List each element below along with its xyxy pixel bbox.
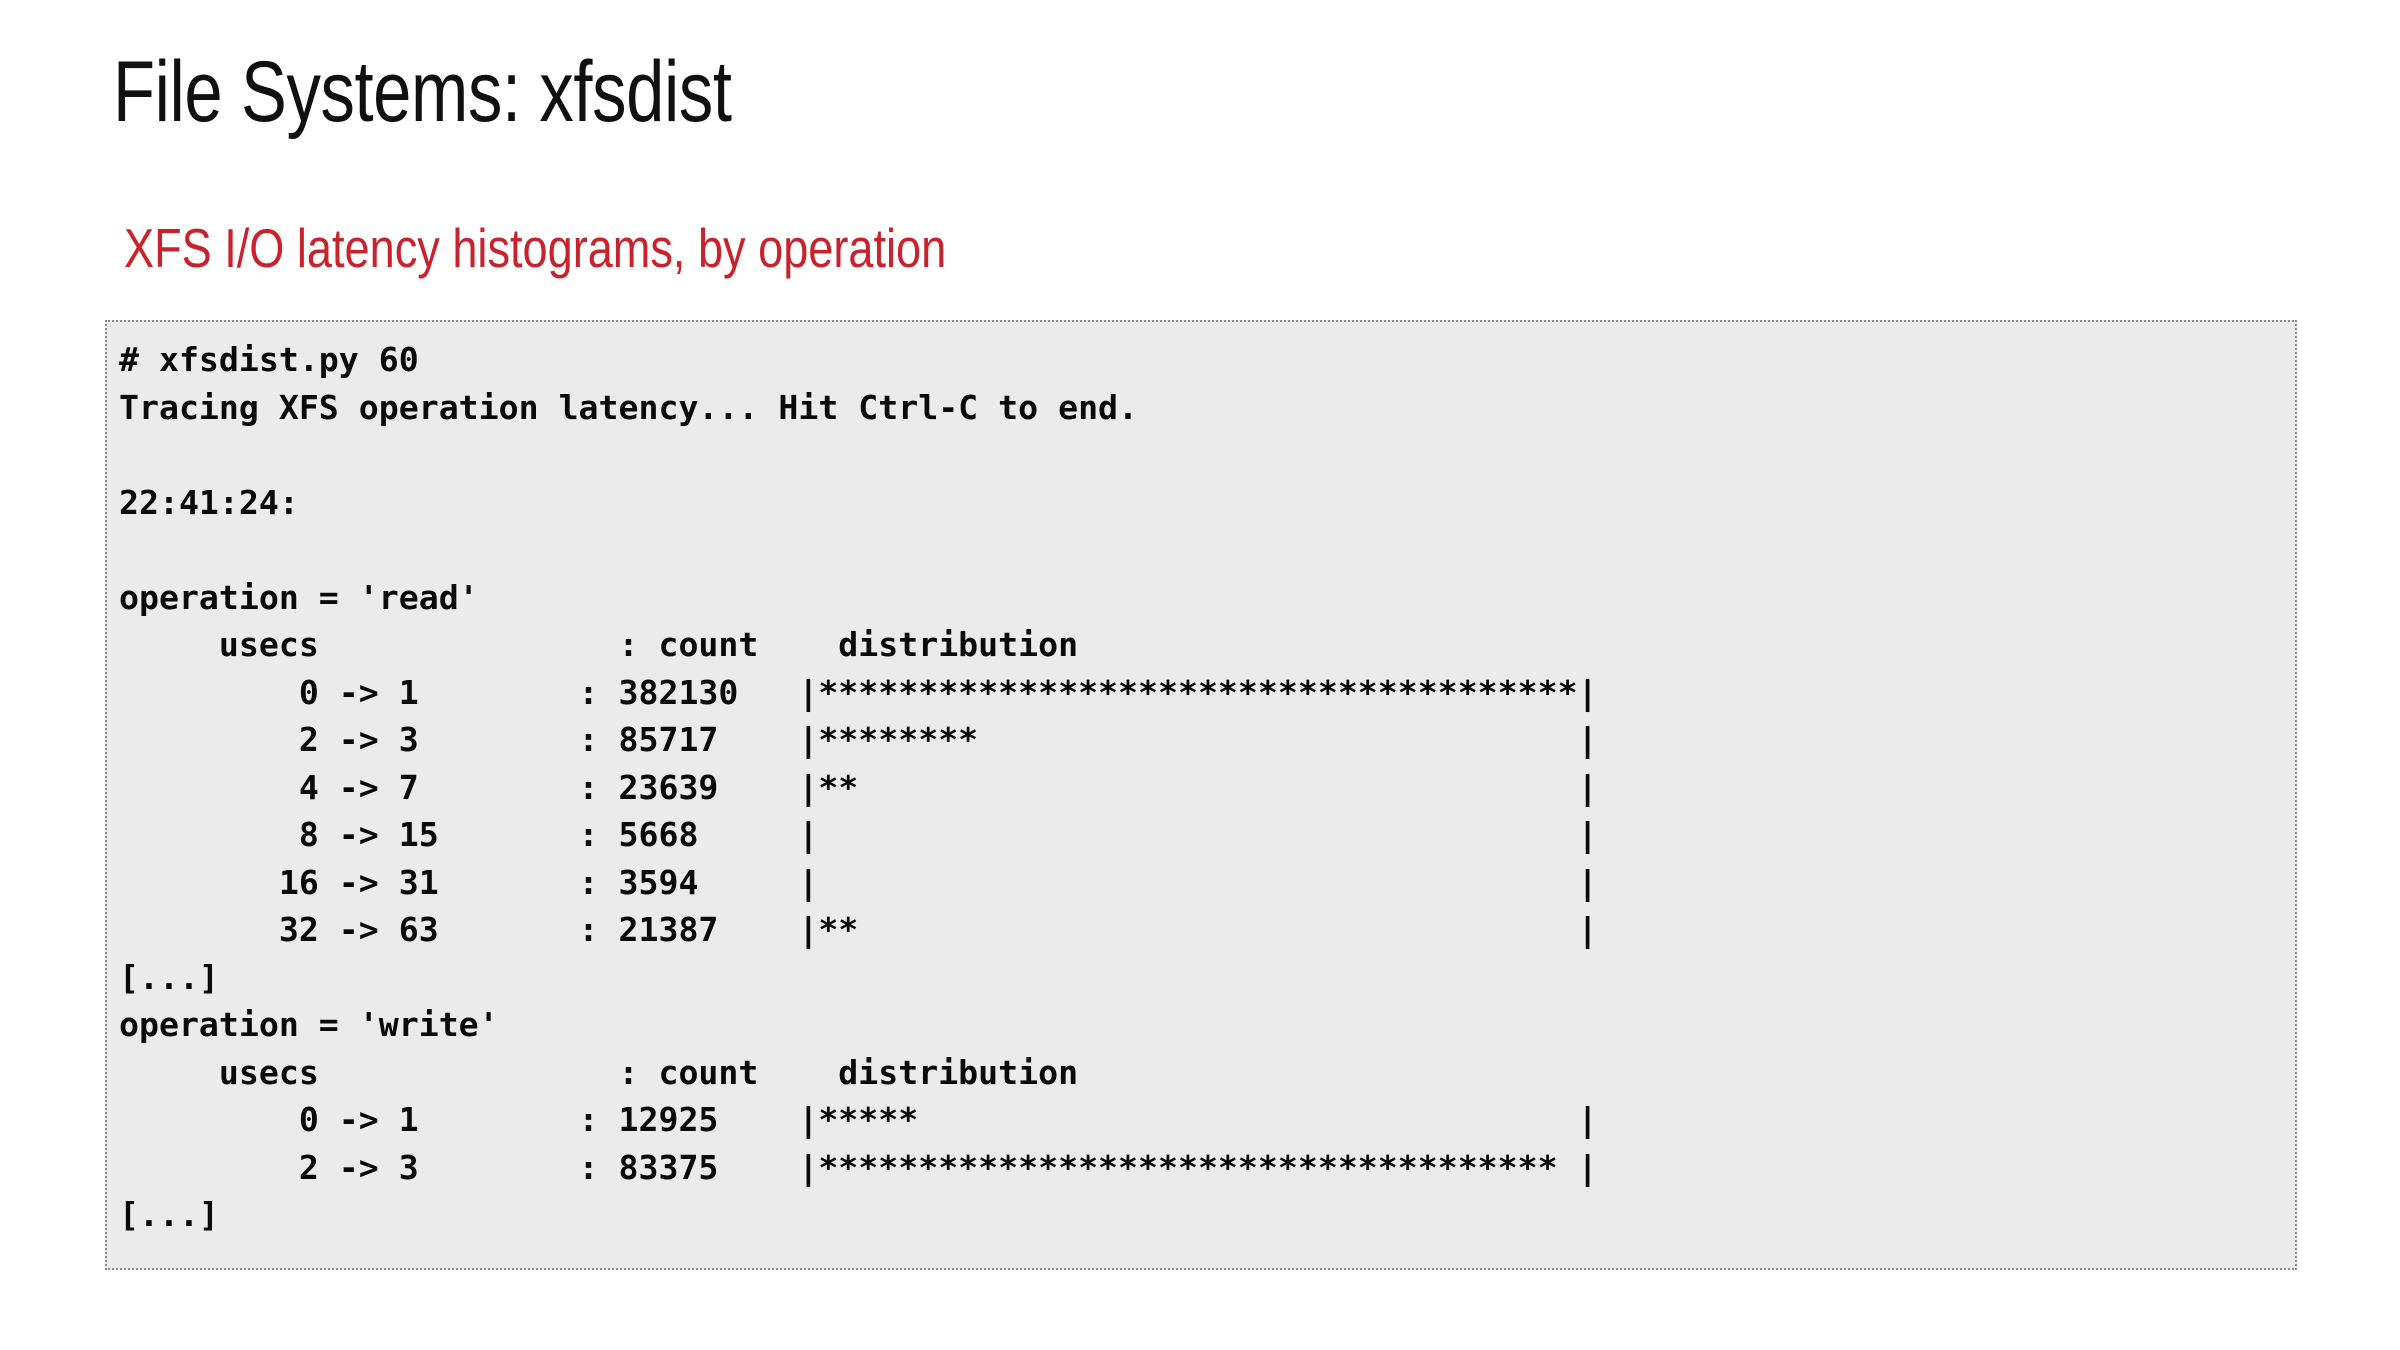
terminal-output-text: # xfsdist.py 60 Tracing XFS operation la… xyxy=(119,340,1598,1234)
page-title: File Systems: xfsdist xyxy=(113,44,732,140)
slide-subtitle: XFS I/O latency histograms, by operation xyxy=(124,217,947,279)
terminal-output-block: # xfsdist.py 60 Tracing XFS operation la… xyxy=(105,320,2297,1270)
